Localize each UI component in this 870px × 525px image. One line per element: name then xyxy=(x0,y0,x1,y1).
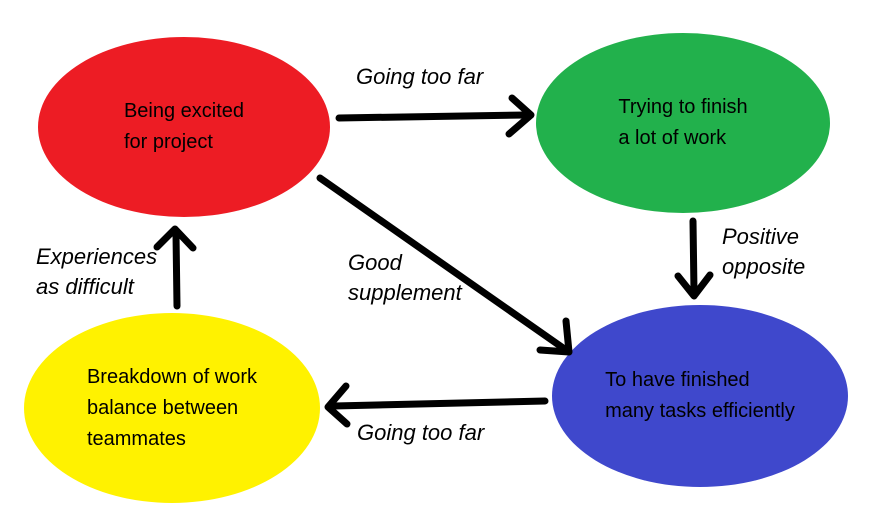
arrow-green-to-blue xyxy=(674,217,714,300)
edge-label-good-supplement: Good supplement xyxy=(348,250,462,305)
edge-label-going-too-far-top: Going too far xyxy=(356,64,484,89)
node-finished-tasks: To have finished many tasks efficiently xyxy=(552,305,848,487)
edge-label-experiences-as-difficult: Experiences as difficult xyxy=(36,244,158,299)
node-being-excited-label: Being excited for project xyxy=(123,100,245,153)
edge-label-going-too-far-bottom: Going too far xyxy=(357,420,485,445)
edge-label-positive-opposite: Positive opposite xyxy=(722,224,806,279)
node-trying-to-finish: Trying to finish a lot of work xyxy=(536,33,830,213)
node-finished-tasks-label: To have finished many tasks efficiently xyxy=(605,369,795,422)
node-breakdown-work-balance: Breakdown of work balance between teamma… xyxy=(24,313,320,503)
node-breakdown-work-balance-label: Breakdown of work balance between teamma… xyxy=(86,365,258,450)
arrow-red-to-green xyxy=(335,94,535,138)
node-trying-to-finish-label: Trying to finish a lot of work xyxy=(618,96,748,149)
node-being-excited: Being excited for project xyxy=(38,37,330,217)
arrow-yellow-to-red xyxy=(153,225,197,310)
